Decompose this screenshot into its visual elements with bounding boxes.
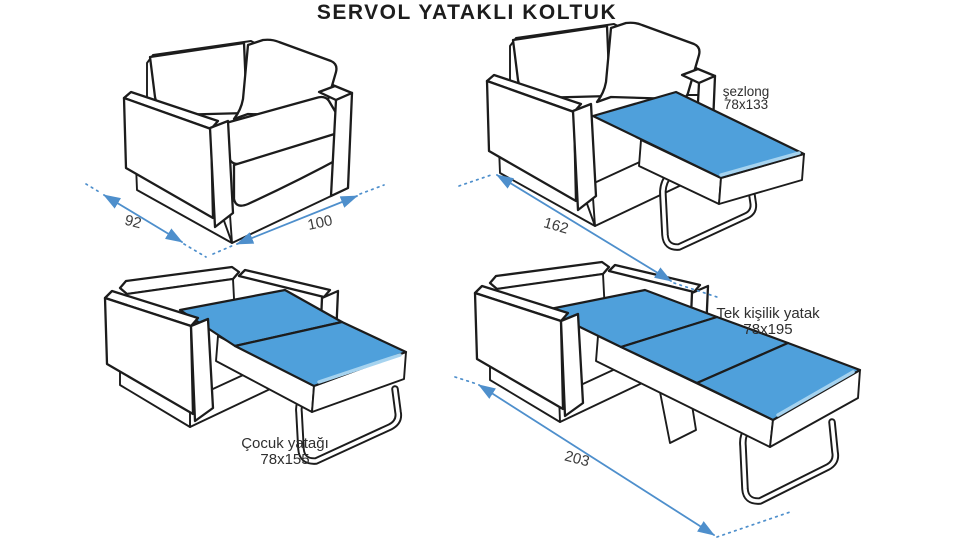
dimension-lines — [85, 173, 794, 538]
label-sezlong-name: şezlong — [722, 84, 770, 99]
left-armrest-outer — [122, 96, 215, 220]
mattress-edge-highlight — [317, 353, 402, 384]
dim-100-extension-a — [212, 244, 235, 255]
left-armrest-front — [559, 312, 585, 418]
left-armrest-front — [189, 317, 215, 423]
back-pillow-right — [595, 21, 701, 104]
mattress-surface — [591, 90, 806, 180]
label-sezlong: şezlong 78x133 — [722, 84, 770, 112]
dim-92-extension-a — [85, 183, 102, 194]
label-tek-kisilik-yatak: Tek kişilik yatak 78x195 — [716, 306, 819, 338]
dim-162-extension-b — [673, 282, 718, 298]
right-armrest-top — [237, 268, 332, 299]
dim-162-extension-a — [458, 173, 495, 187]
page-title: SERVOL YATAKLI KOLTUK — [316, 1, 618, 24]
view-tek-kisilik-yatak — [473, 260, 862, 505]
dim-100-line — [235, 195, 359, 245]
dim-92-extension-b — [183, 243, 207, 258]
right-armrest-top — [607, 263, 702, 294]
right-armrest-front — [329, 91, 354, 198]
dim-92-line — [103, 194, 183, 243]
mattress-panel-2 — [233, 320, 408, 388]
mattress-edge-highlight — [776, 370, 855, 417]
left-armrest-front — [571, 102, 598, 212]
left-armrest-front — [208, 119, 235, 229]
dim-162-line — [496, 174, 672, 282]
left-armrest-outer — [103, 296, 195, 416]
sled-leg-inner — [741, 420, 838, 503]
label-sezlong-size: 78x133 — [723, 97, 769, 112]
dim-203-extension-b — [716, 510, 794, 538]
label-cocuk-yatagi-size: 78x155 — [260, 451, 310, 468]
view-armchair-closed — [122, 38, 354, 244]
dim-203-line — [478, 384, 715, 536]
label-cocuk-yatagi: Çocuk yatağı 78x155 — [241, 436, 329, 468]
view-sezlong — [485, 21, 806, 251]
label-cocuk-yatagi-name: Çocuk yatağı — [241, 435, 329, 452]
dim-100-extension-b — [359, 184, 385, 195]
label-tek-kisilik-yatak-name: Tek kişilik yatak — [716, 305, 820, 322]
dim-203-extension-a — [454, 376, 478, 385]
view-cocuk-yatagi — [103, 265, 408, 465]
mattress-panel-3 — [695, 341, 862, 422]
label-tek-kisilik-yatak-size: 78x195 — [743, 321, 793, 338]
mattress-edge-highlight — [719, 151, 801, 177]
